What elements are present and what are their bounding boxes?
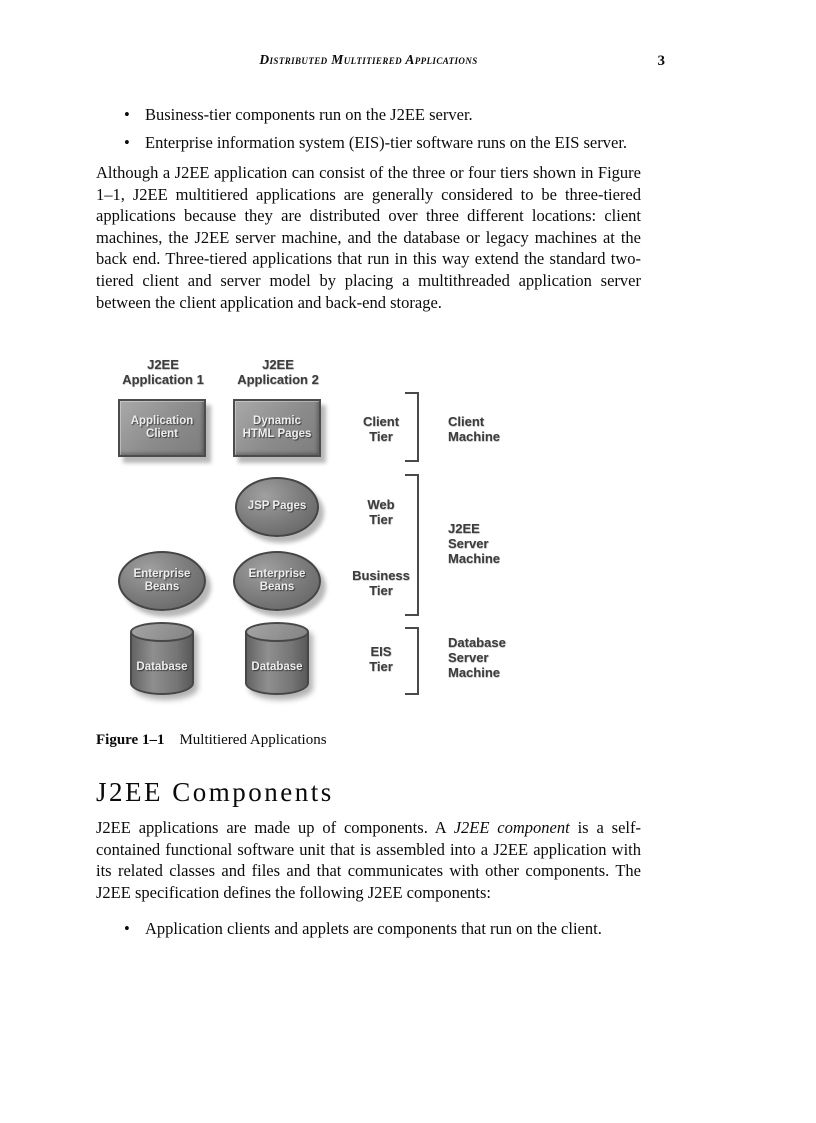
j2ee-server-machine-bracket (405, 474, 419, 617)
figure-diagram: J2EE Application 1 J2EE Application 2 Ap… (96, 357, 641, 702)
body-paragraph: J2EE applications are made up of compone… (96, 817, 641, 903)
figure-caption: Figure 1–1 Multitiered Applications (96, 732, 641, 749)
bullet-text: Enterprise information system (EIS)-tier… (145, 132, 628, 152)
bullet-marker: • (124, 105, 130, 124)
bullet-text: Application clients and applets are comp… (145, 918, 602, 938)
machine-label-database-server: Database Server Machine (448, 635, 506, 681)
header-title: Distributed Multitiered Applications (259, 52, 478, 67)
enterprise-beans-label: Enterprise Beans (248, 567, 306, 594)
page-number: 3 (657, 53, 666, 69)
page-content: Distributed Multitiered Applications 3 •… (96, 0, 665, 945)
application-client-label: Application Client (130, 414, 194, 441)
machine-label-j2ee-server: J2EE Server Machine (448, 521, 501, 567)
caption-label: Figure 1–1 (96, 732, 165, 749)
bullet-marker: • (124, 918, 130, 938)
section-heading: J2EE Components (96, 777, 334, 808)
jsp-pages-ellipse: JSP Pages (235, 477, 319, 538)
paragraph-text: J2EE applications are made up of compone… (96, 818, 454, 838)
cylinder-top (130, 622, 194, 643)
app2-title: J2EE Application 2 (237, 357, 319, 388)
machine-label-client: Client Machine (448, 414, 501, 445)
client-machine-bracket (405, 392, 419, 463)
body-paragraph: Although a J2EE application can consist … (96, 163, 641, 312)
database-server-machine-bracket (405, 627, 419, 696)
cylinder-top (245, 622, 309, 643)
database-cylinder-1: Database (130, 622, 194, 696)
dynamic-html-pages-box: Dynamic HTML Pages (233, 399, 321, 458)
caption-title: Multitiered Applications (179, 732, 327, 749)
database-cylinder-2: Database (245, 622, 309, 696)
dynamic-html-pages-label: Dynamic HTML Pages (242, 414, 312, 441)
database-label: Database (136, 660, 188, 673)
application-client-box: Application Client (118, 399, 206, 458)
cylinder-body: Database (130, 632, 194, 696)
italic-term: J2EE component (453, 818, 570, 838)
components-bullet-list: • Application clients and applets are co… (96, 918, 641, 940)
tier-label-business: Business Tier (352, 568, 410, 599)
intro-bullet-list: • Business-tier components run on the J2… (96, 104, 641, 153)
list-item: • Enterprise information system (EIS)-ti… (96, 132, 641, 154)
list-item: • Business-tier components run on the J2… (96, 104, 641, 126)
enterprise-beans-ellipse-2: Enterprise Beans (233, 551, 321, 612)
tier-label-client: Client Tier (362, 414, 400, 445)
paragraph-text: is a self-contained functional software … (96, 818, 641, 902)
database-label: Database (251, 660, 303, 673)
list-item: • Application clients and applets are co… (96, 918, 641, 940)
enterprise-beans-ellipse-1: Enterprise Beans (118, 551, 206, 612)
bullet-text: Business-tier components run on the J2EE… (145, 105, 473, 124)
running-header: Distributed Multitiered Applications 3 (96, 52, 665, 72)
tier-label-eis: EIS Tier (369, 644, 393, 675)
app1-title: J2EE Application 1 (122, 357, 204, 388)
enterprise-beans-label: Enterprise Beans (133, 567, 191, 594)
jsp-pages-label: JSP Pages (247, 500, 307, 513)
bullet-marker: • (124, 132, 130, 152)
cylinder-body: Database (245, 632, 309, 696)
tier-label-web: Web Tier (367, 497, 395, 528)
